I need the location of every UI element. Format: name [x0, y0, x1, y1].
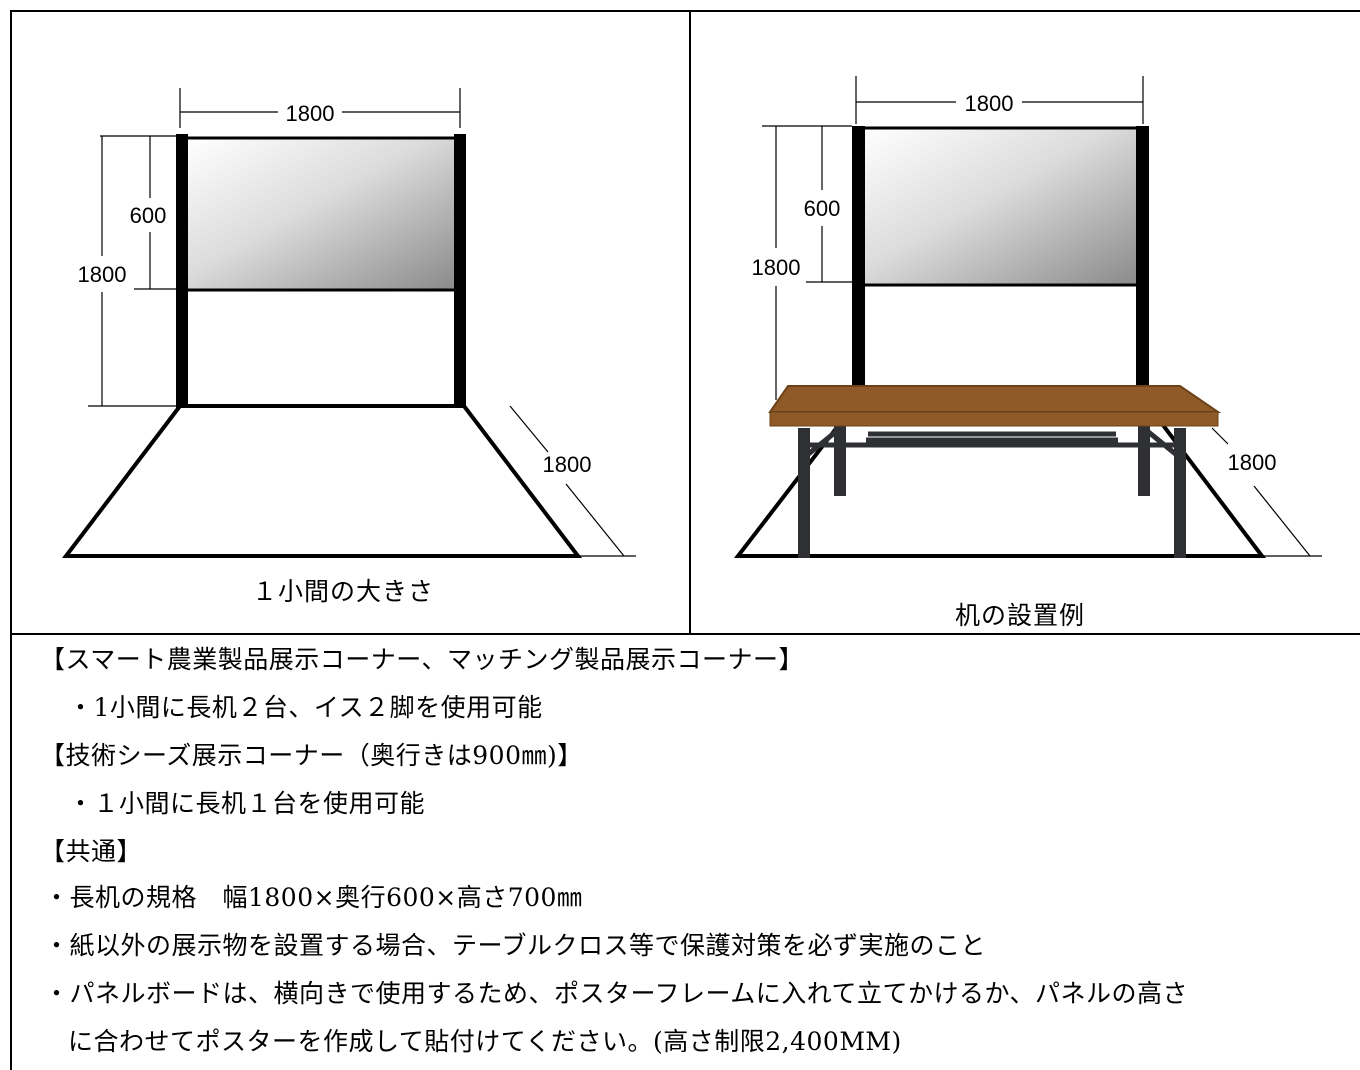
right-post: [454, 134, 466, 408]
width-label: 1800: [286, 101, 335, 126]
table-braces: [804, 428, 1180, 458]
height-dimension: [88, 135, 180, 407]
note-item-continued: に合わせてポスターを作成して貼付けてください。(高さ制限2,400MM): [68, 1027, 902, 1056]
depth-dimension: [509, 405, 636, 557]
desk-setup-caption: 机の設置例: [955, 601, 1086, 630]
table-top-edge: [769, 411, 1219, 427]
desk-setup-diagram: 1800 600 1800 1800 机の設置例: [691, 12, 1360, 632]
note-heading-smart-agri: 【スマート農業製品展示コーナー、マッチング製品展示コーナー】: [40, 645, 805, 674]
total-height-label: 1800: [78, 262, 127, 287]
note-item: ・１小間に長机１台を使用可能: [68, 789, 426, 818]
note-item: ・パネルボードは、横向きで使用するため、ポスターフレームに入れて立てかけるか、パ…: [44, 979, 1189, 1008]
table-legs: [798, 426, 1186, 558]
booth-size-caption: １小間の大きさ: [252, 577, 435, 606]
table-top: [768, 385, 1222, 413]
left-post: [852, 126, 865, 388]
floor-area: [61, 404, 583, 558]
row-divider: [10, 633, 1360, 635]
width-dimension: [855, 76, 1144, 124]
depth-label: 1800: [543, 452, 592, 477]
left-post: [176, 134, 188, 408]
width-label: 1800: [965, 91, 1014, 116]
right-post: [1136, 126, 1149, 388]
note-heading-tech-seeds: 【技術シーズ展示コーナー（奥行きは900㎜)】: [40, 741, 583, 770]
desk-setup-svg: 1800 600 1800 1800: [733, 76, 1322, 558]
height-dimension: [762, 125, 852, 400]
panel-board: [184, 136, 458, 292]
board-height-label: 600: [804, 196, 841, 221]
booth-size-svg: 1800 600 1800 1800: [61, 88, 636, 558]
note-item: ・1小間に長机２台、イス２脚を使用可能: [68, 693, 543, 722]
table-frame: [10, 10, 1360, 1070]
note-item: ・紙以外の展示物を設置する場合、テーブルクロス等で保護対策を必ず実施のこと: [44, 931, 987, 960]
total-height-label: 1800: [752, 255, 801, 280]
note-heading-common: 【共通】: [40, 837, 143, 866]
note-item: ・長机の規格 幅1800×奥行600×高さ700㎜: [44, 883, 583, 912]
panel-board: [860, 126, 1140, 287]
booth-size-diagram: 1800 600 1800 1800 １小間の大きさ: [12, 12, 688, 632]
depth-dimension: [1211, 427, 1322, 557]
depth-label: 1800: [1228, 450, 1277, 475]
column-divider: [689, 10, 691, 634]
board-height-label: 600: [130, 203, 167, 228]
width-dimension: [179, 88, 461, 128]
